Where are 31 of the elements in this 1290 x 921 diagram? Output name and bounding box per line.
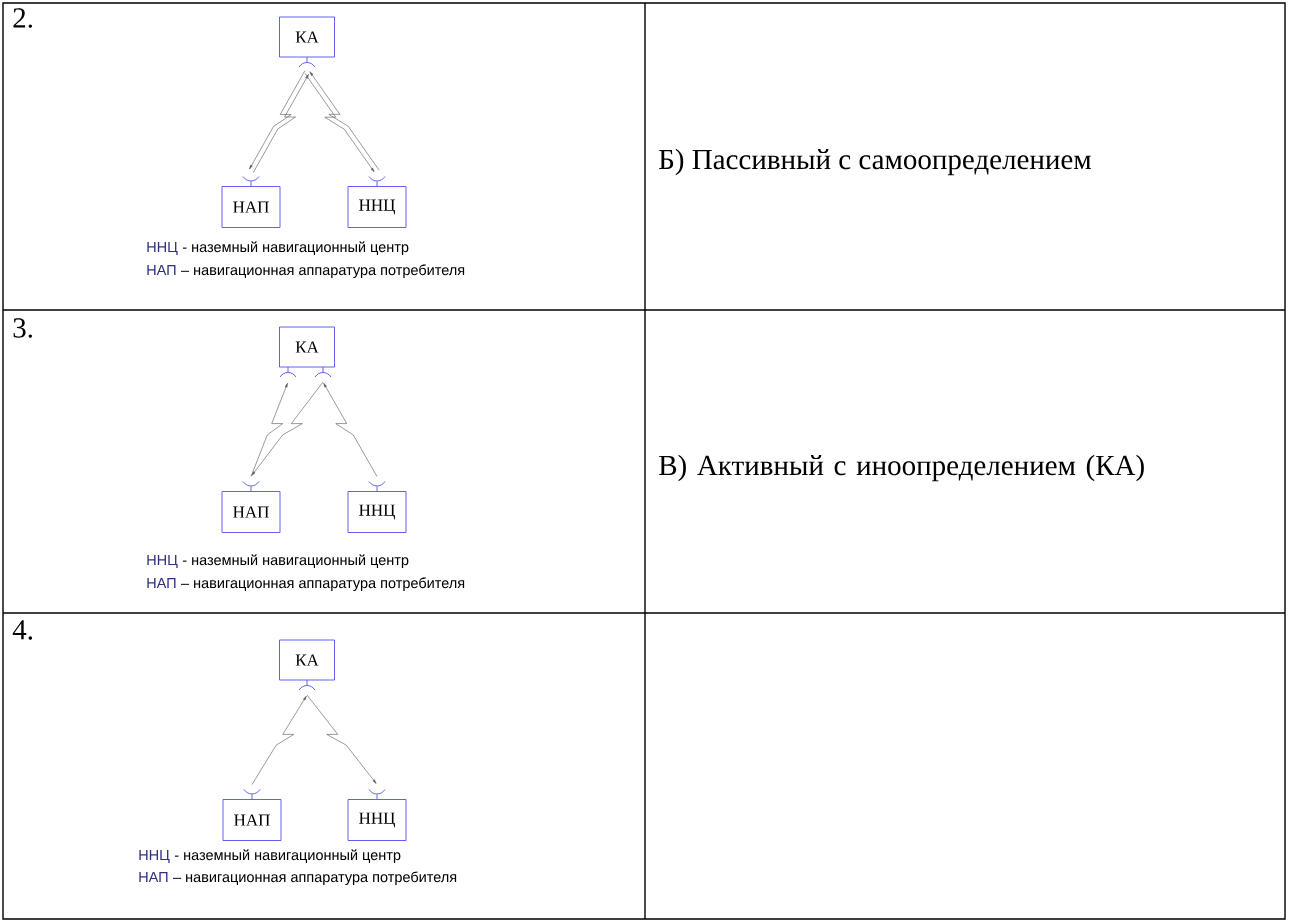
station-box: ННЦ (347, 186, 407, 228)
abbreviation: НАП (139, 872, 168, 882)
station-box: КА (279, 16, 335, 58)
legend-text: – навигационная аппаратура потребителя (181, 577, 465, 591)
legend-text: - наземный навигационный центр (182, 554, 409, 568)
legend-text: – навигационная аппаратура потребителя (181, 264, 465, 278)
number-label: 3. (13, 318, 33, 338)
abbreviation: НАП (147, 265, 176, 275)
station-box: ННЦ (347, 799, 407, 841)
station-box: НАП (221, 186, 281, 228)
abbreviation: ННЦ (139, 850, 170, 863)
station-box: КА (279, 326, 335, 368)
abbreviation: ННЦ (147, 555, 178, 568)
number-label: 4. (12, 620, 33, 640)
station-box: НАП (222, 799, 282, 841)
signal-arrow (251, 695, 307, 785)
signal-arrow (323, 382, 378, 477)
abbreviation: ННЦ (147, 242, 178, 255)
signal-arrow (306, 694, 377, 784)
legend-text: – навигационная аппаратура потребителя (173, 871, 457, 885)
signal-arrow (250, 383, 288, 477)
station-box: ННЦ (347, 491, 407, 533)
number-label: 2. (13, 8, 33, 28)
signal-arrow (251, 381, 324, 476)
legend-text: - наземный навигационный центр (182, 241, 409, 255)
cell-text: В) Активный с иноопределением (КА) (659, 454, 1144, 482)
legend-text: - наземный навигационный центр (174, 849, 401, 863)
station-box: НАП (221, 491, 281, 533)
cell-text: Б) Пассивный с самоопределением (659, 148, 1091, 176)
abbreviation: НАП (147, 578, 176, 588)
station-box: КА (279, 639, 335, 681)
